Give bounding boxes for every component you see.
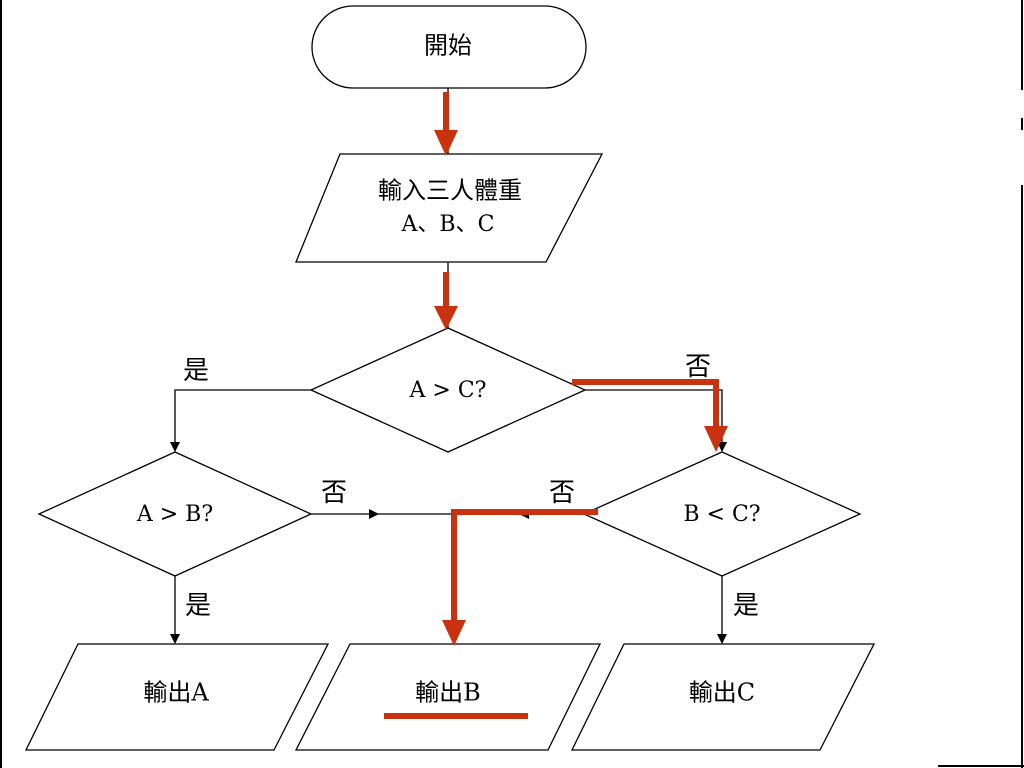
- output-c-parallelogram: [570, 643, 876, 751]
- label-no-ac: 否: [685, 352, 711, 382]
- decision-ab-text: A > B?: [136, 502, 213, 527]
- decision-ac-text: A > C?: [409, 378, 487, 403]
- output-a-text: 輸出A: [143, 679, 209, 707]
- highlight-arrow-3-head: [704, 426, 728, 452]
- output-a-parallelogram: [24, 643, 330, 751]
- highlight-arrow-1-head: [434, 130, 458, 156]
- highlight-arrow-4-head: [442, 620, 466, 646]
- label-no-bc: 否: [549, 478, 575, 508]
- input-text-line1: 輸入三人體重: [378, 177, 522, 205]
- label-no-ab: 否: [321, 478, 347, 508]
- output-b-text: 輸出B: [415, 679, 481, 707]
- decision-bc-text: B < C?: [683, 502, 760, 527]
- start-text: 開始: [424, 32, 472, 60]
- start-terminator: [311, 5, 587, 89]
- highlighted-path: [384, 92, 728, 719]
- output-c-text: 輸出C: [689, 679, 755, 707]
- label-yes-ac: 是: [183, 356, 209, 386]
- connector-ac-yes: [170, 389, 311, 452]
- input-text-line2: A、B、C: [401, 212, 495, 237]
- label-yes-ab: 是: [185, 591, 211, 621]
- highlight-path-bc-no: [451, 509, 598, 622]
- output-b-parallelogram: [294, 643, 602, 751]
- input-parallelogram: [295, 153, 604, 263]
- decision-a-gt-c: [309, 327, 587, 453]
- highlight-arrow-2-head: [434, 306, 458, 330]
- label-yes-bc: 是: [733, 591, 759, 621]
- highlight-path-ac-no: [572, 379, 719, 428]
- connector-ac-no: [585, 389, 727, 452]
